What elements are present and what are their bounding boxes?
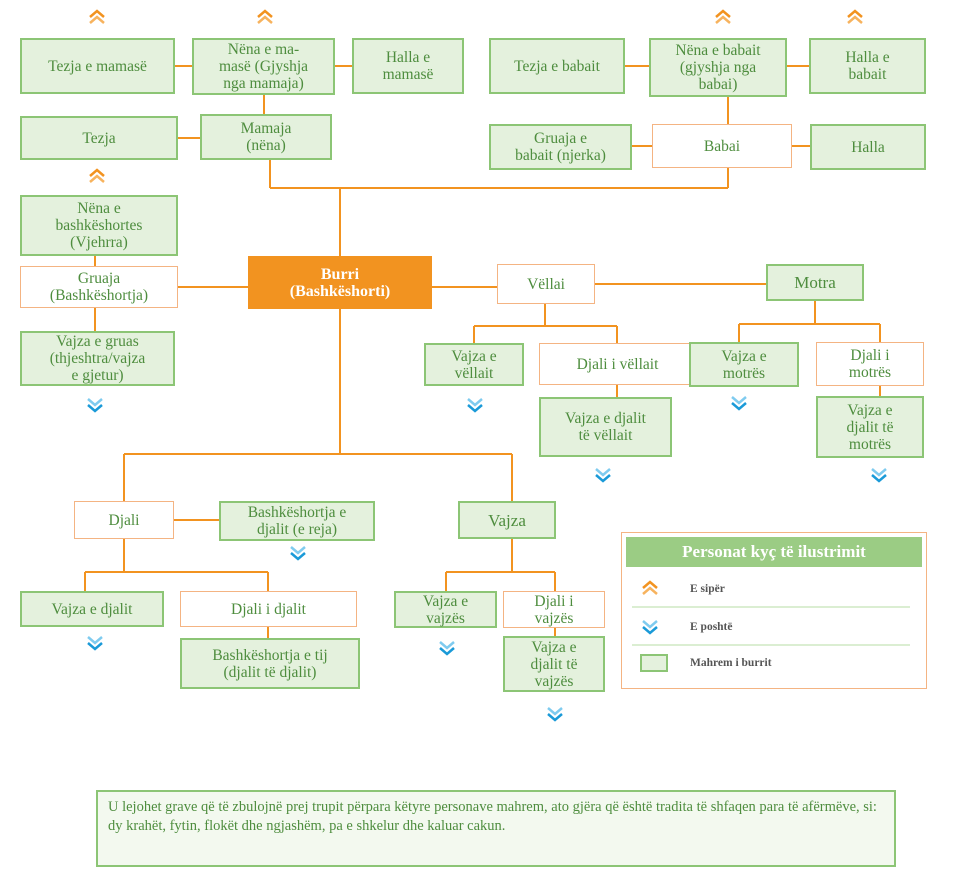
up-arrow-icon bbox=[257, 9, 273, 24]
down-arrow-icon bbox=[871, 468, 887, 483]
node-tezja-babait: Tezja e babait bbox=[489, 38, 625, 94]
node-vajza-vajzes: Vajza e vajzës bbox=[394, 591, 497, 628]
node-djali-vajzes: Djali i vajzës bbox=[503, 591, 605, 628]
node-halla-mamase: Halla e mamasë bbox=[352, 38, 464, 94]
node-tezja: Tezja bbox=[20, 116, 178, 160]
mahrem-box-icon bbox=[640, 654, 668, 672]
node-djali-motres: Djali i motrës bbox=[816, 342, 924, 386]
up-arrow-icon bbox=[642, 580, 658, 595]
node-burri: Burri (Bashkëshorti) bbox=[248, 256, 432, 309]
legend-down-label: E poshtë bbox=[690, 621, 733, 633]
node-gruaja: Gruaja (Bashkëshortja) bbox=[20, 266, 178, 308]
up-arrow-icon bbox=[715, 9, 731, 24]
down-arrow-icon bbox=[547, 707, 563, 722]
node-vajza-djalit-motres: Vajza e djalit të motrës bbox=[816, 396, 924, 458]
node-djali-djalit: Djali i djalit bbox=[180, 591, 357, 627]
node-mamaja: Mamaja (nëna) bbox=[200, 114, 332, 160]
down-arrow-icon bbox=[731, 396, 747, 411]
legend-divider bbox=[632, 644, 910, 646]
legend-mahrem-label: Mahrem i burrit bbox=[690, 657, 772, 669]
down-arrow-icon bbox=[439, 641, 455, 656]
down-arrow-icon bbox=[467, 398, 483, 413]
node-motra: Motra bbox=[766, 264, 864, 301]
up-arrow-icon bbox=[847, 9, 863, 24]
node-babai: Babai bbox=[652, 124, 792, 168]
down-arrow-icon bbox=[290, 546, 306, 561]
down-arrow-icon bbox=[595, 468, 611, 483]
down-arrow-icon bbox=[87, 636, 103, 651]
node-bashkeshortja-djalit: Bashkëshortja e djalit (e reja) bbox=[219, 501, 375, 541]
node-nena-bashkeshortes: Nëna e bashkëshortes (Vjehrra) bbox=[20, 195, 178, 256]
node-halla-babait: Halla e babait bbox=[809, 38, 926, 94]
down-arrow-icon bbox=[642, 620, 658, 635]
node-djali: Djali bbox=[74, 501, 174, 539]
node-bashkeshortja-tij: Bashkëshortja e tij (djalit të djalit) bbox=[180, 638, 360, 689]
node-vajza: Vajza bbox=[458, 501, 556, 539]
legend-row-mahrem: Mahrem i burrit bbox=[640, 653, 772, 673]
legend-divider bbox=[632, 606, 910, 608]
legend: Personat kyç të ilustrimit E sipër E pos… bbox=[621, 532, 927, 689]
up-arrow-icon bbox=[89, 9, 105, 24]
legend-row-up: E sipër bbox=[640, 579, 725, 599]
note-box: U lejohet grave që të zbulojnë prej trup… bbox=[96, 790, 896, 867]
node-gruaja-babait: Gruaja e babait (njerka) bbox=[489, 124, 632, 170]
node-nena-mamase: Nëna e ma- masë (Gjyshja nga mamaja) bbox=[192, 38, 335, 95]
node-djali-vellait: Djali i vëllait bbox=[539, 343, 696, 385]
legend-up-label: E sipër bbox=[690, 583, 725, 595]
down-arrow-icon bbox=[87, 398, 103, 413]
node-vajza-djalit-vellait: Vajza e djalit të vëllait bbox=[539, 397, 672, 457]
node-vajza-vellait: Vajza e vëllait bbox=[424, 343, 524, 386]
legend-title: Personat kyç të ilustrimit bbox=[626, 537, 922, 567]
node-vajza-djalit-vajzes: Vajza e djalit të vajzës bbox=[503, 636, 605, 692]
up-arrow-icon bbox=[89, 168, 105, 183]
legend-row-down: E poshtë bbox=[640, 617, 733, 637]
node-vajza-djalit: Vajza e djalit bbox=[20, 591, 164, 627]
node-vellai: Vëllai bbox=[497, 264, 595, 304]
node-halla: Halla bbox=[810, 124, 926, 170]
node-vajza-motres: Vajza e motrës bbox=[689, 342, 799, 387]
node-tezja-mamase: Tezja e mamasë bbox=[20, 38, 175, 94]
node-nena-babait: Nëna e babait (gjyshja nga babai) bbox=[649, 38, 787, 97]
node-vajza-gruas: Vajza e gruas (thjeshtra/vajza e gjetur) bbox=[20, 331, 175, 386]
